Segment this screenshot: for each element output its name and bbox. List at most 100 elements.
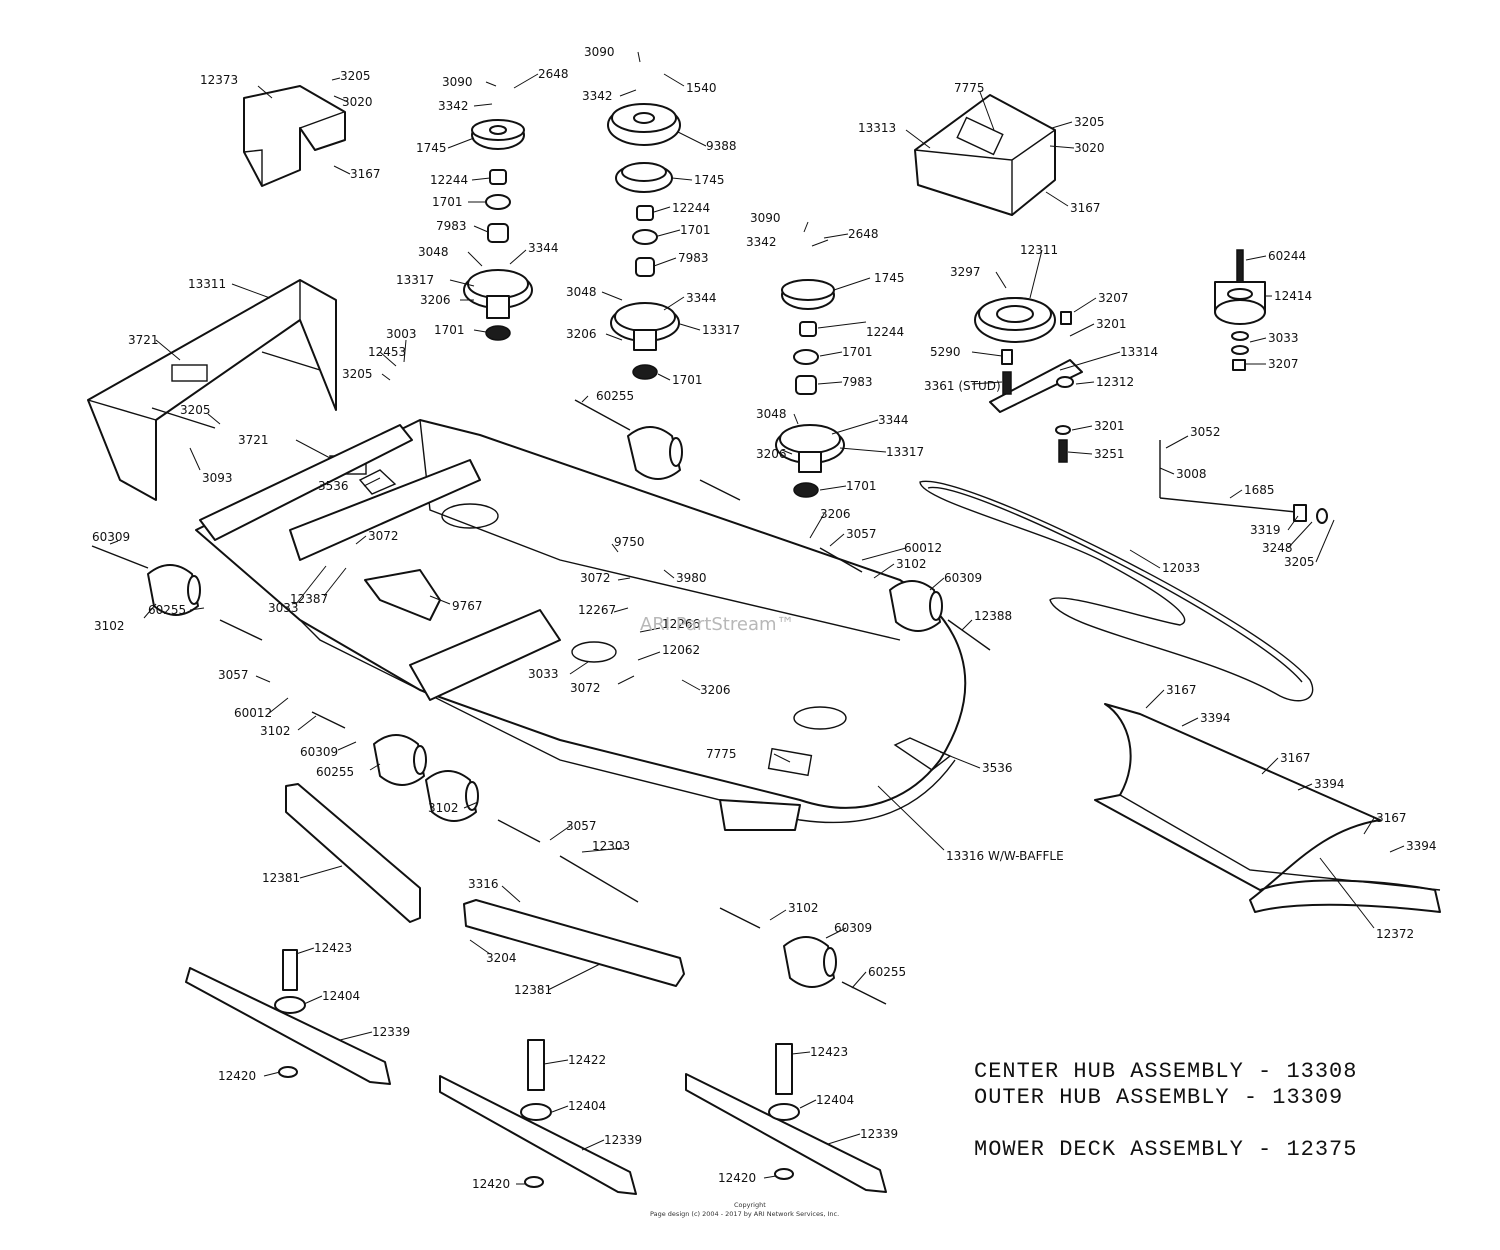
rear-bracket: [719, 799, 801, 831]
part-callout: 9750: [614, 535, 645, 549]
part-callout: 3205: [340, 69, 371, 83]
part-callout: 3167: [1376, 811, 1407, 825]
part-callout: 60309: [834, 921, 872, 935]
part-callout: 2648: [538, 67, 569, 81]
part-callout: 12311: [1020, 243, 1058, 257]
part-callout: 1701: [672, 373, 703, 387]
part-callout: 3204: [486, 951, 517, 965]
part-callout: 12339: [860, 1127, 898, 1141]
control-rod-1685: [1159, 440, 1328, 524]
deck-lift-bracket: [409, 609, 561, 701]
part-callout: 7983: [842, 375, 873, 389]
part-callout: 7775: [954, 81, 985, 95]
part-callout: 1685: [1244, 483, 1275, 497]
blade-assembly-right: [685, 1043, 887, 1193]
part-callout: 3003: [386, 327, 417, 341]
part-callout: 3207: [1268, 357, 1299, 371]
part-shapes: [87, 85, 1441, 1195]
part-callout: 3048: [566, 285, 597, 299]
belt-guard-12373: [243, 85, 346, 187]
baffle-plate-12381-lower: [463, 899, 685, 987]
part-callout: 3167: [1070, 201, 1101, 215]
part-callout: 3251: [1094, 447, 1125, 461]
part-callout: 3206: [420, 293, 451, 307]
part-callout: 3342: [582, 89, 613, 103]
part-callout: 3102: [428, 801, 459, 815]
part-callout: 12381: [262, 871, 300, 885]
part-callout: 3072: [570, 681, 601, 695]
part-callout: 3205: [180, 403, 211, 417]
part-callout: 12381: [514, 983, 552, 997]
leader-lines: [109, 51, 1405, 1185]
copyright-line-2: Page design (c) 2004 - 2017 by ARI Netwo…: [650, 1210, 839, 1218]
part-callout: 3536: [982, 761, 1013, 775]
part-callout: 12244: [866, 325, 904, 339]
part-callout: 3020: [342, 95, 373, 109]
part-callout: 3167: [350, 167, 381, 181]
part-callout: 7775: [706, 747, 737, 761]
axle-bolts: [91, 399, 991, 1005]
part-callout: 3020: [1074, 141, 1105, 155]
baffle-plate-12381-upper: [285, 783, 421, 923]
part-callout: 12373: [200, 73, 238, 87]
part-callout: 12404: [568, 1099, 606, 1113]
part-callout: 3008: [1176, 467, 1207, 481]
spindle-assembly-left: [463, 119, 533, 341]
part-callout: 60255: [596, 389, 634, 403]
part-callout: 3721: [128, 333, 159, 347]
callout-labels: 12373 3205 3020 3167 3090 2648 3342 1745 12244 17…: [92, 45, 1437, 1191]
part-callout: 3721: [238, 433, 269, 447]
part-callout: 3102: [260, 724, 291, 738]
copyright-line-1: Copyright: [734, 1201, 766, 1209]
part-callout: 12423: [810, 1045, 848, 1059]
hitch-bracket-12387: [364, 569, 441, 621]
part-callout: 3206: [566, 327, 597, 341]
part-callout: 1701: [432, 195, 463, 209]
part-callout: 3201: [1096, 317, 1127, 331]
part-callout: 13317: [702, 323, 740, 337]
part-callout: 13316 W/W-BAFFLE: [946, 849, 1064, 863]
part-callout: 12339: [604, 1133, 642, 1147]
gauge-wheel-lower-left: [373, 734, 427, 786]
part-callout: 12372: [1376, 927, 1414, 941]
part-callout: 3536: [318, 479, 349, 493]
part-callout: 1540: [686, 81, 717, 95]
part-callout: 3033: [528, 667, 559, 681]
part-callout: 3167: [1280, 751, 1311, 765]
part-callout: 1701: [842, 345, 873, 359]
part-callout: 60012: [904, 541, 942, 555]
part-callout: 7983: [678, 251, 709, 265]
assembly-title-mower-deck: MOWER DECK ASSEMBLY - 12375: [974, 1137, 1357, 1162]
part-callout: 3205: [342, 367, 373, 381]
part-callout: 12062: [662, 643, 700, 657]
part-callout: 12423: [314, 941, 352, 955]
part-callout: 13317: [396, 273, 434, 287]
part-callout: 12420: [218, 1069, 256, 1083]
part-callout: 1745: [694, 173, 725, 187]
part-callout: 3361 (STUD): [924, 379, 1001, 393]
part-callout: 12312: [1096, 375, 1134, 389]
part-callout: 12388: [974, 609, 1012, 623]
part-callout: 3344: [686, 291, 717, 305]
part-callout: 3980: [676, 571, 707, 585]
part-callout: 3090: [442, 75, 473, 89]
part-callout: 5290: [930, 345, 961, 359]
part-callout: 12387: [290, 592, 328, 606]
watermark: ARI PartStream™: [640, 614, 795, 635]
hitch-bracket-12388: [289, 459, 481, 561]
discharge-chute-13311: [87, 279, 337, 501]
part-callout: 3048: [756, 407, 787, 421]
part-callout: 12267: [578, 603, 616, 617]
spindle-assembly-center: [607, 103, 681, 380]
part-callout: 3205: [1074, 115, 1105, 129]
part-callout: 12303: [592, 839, 630, 853]
idler-pulley-assembly: [974, 297, 1083, 463]
part-callout: 60309: [944, 571, 982, 585]
part-callout: 60255: [148, 603, 186, 617]
gauge-wheel-right: [889, 580, 943, 632]
part-callout: 12404: [322, 989, 360, 1003]
part-callout: 60244: [1268, 249, 1306, 263]
part-callout: 3248: [1262, 541, 1293, 555]
part-callout: 13317: [886, 445, 924, 459]
